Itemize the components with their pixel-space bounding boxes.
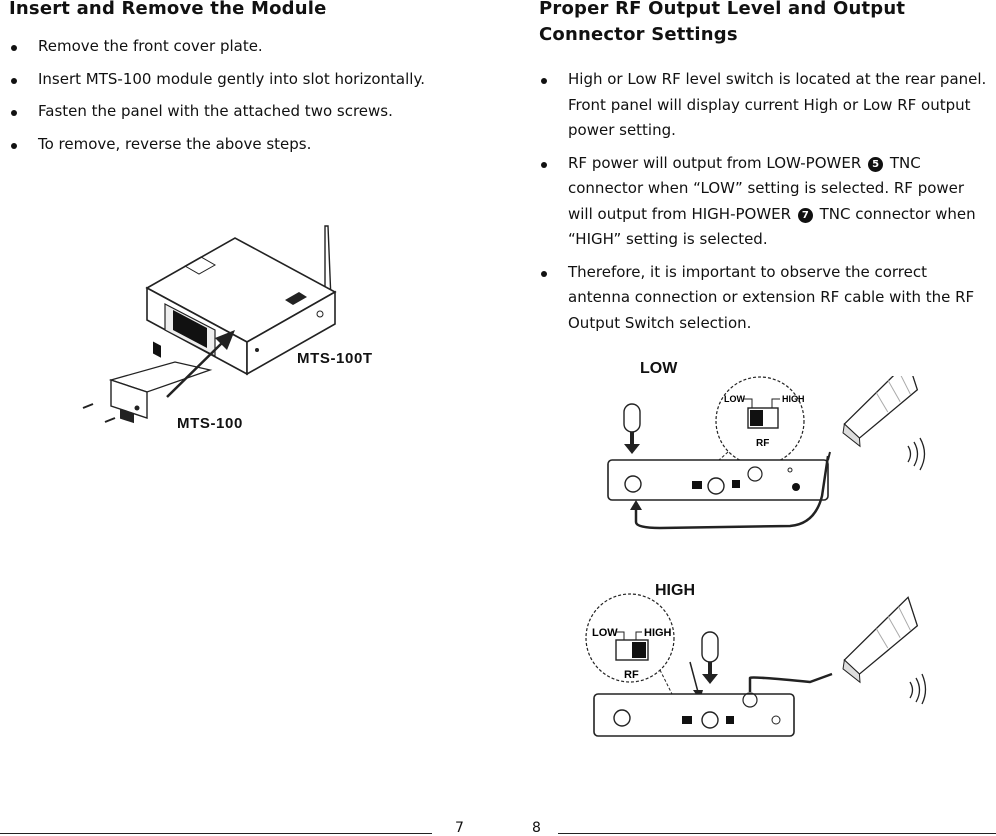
list-item: High or Low RF level switch is located a…	[538, 67, 988, 144]
right-bullet-list: High or Low RF level switch is located a…	[538, 67, 988, 343]
switch-low-text: LOW	[592, 627, 618, 639]
page-number-left: 7	[455, 820, 464, 836]
list-item: To remove, reverse the above steps.	[8, 132, 453, 158]
page-number-right: 8	[532, 820, 541, 836]
rf-high-text: TNC connector when “LOW” setting is sele…	[568, 153, 965, 223]
right-title: Proper RF Output Level and Output Connec…	[539, 0, 906, 45]
left-footer-rule	[0, 833, 432, 834]
module-label: MTS-100	[177, 415, 243, 432]
connector-7-badge: 7	[797, 207, 813, 223]
list-item: Therefore, it is important to observe th…	[538, 260, 988, 337]
high-connection-diagram: LOW HIGH RF	[585, 593, 927, 737]
right-footer-rule	[558, 833, 996, 834]
low-connection-diagram: LOW HIGH RF	[607, 376, 926, 530]
unit-label: MTS-100T	[297, 350, 373, 367]
switch-high-text: HIGH	[644, 627, 672, 639]
module-insertion-illustration	[82, 225, 337, 424]
list-item: Remove the front cover plate.	[8, 34, 453, 60]
switch-rf-text: RF	[756, 438, 769, 449]
high-diagram-title: HIGH	[655, 582, 695, 599]
connector-5-badge: 5	[868, 156, 884, 172]
switch-high-text: HIGH	[782, 394, 805, 404]
rf-high-text-end: TNC connector when “HIGH” setting is sel…	[568, 204, 976, 249]
list-item: RF power will output from LOW-POWER 5 TN…	[538, 151, 988, 253]
left-bullet-list: Remove the front cover plate. Insert MTS…	[8, 34, 453, 164]
low-diagram-title: LOW	[640, 360, 678, 377]
rf-low-text: RF power will output from LOW-POWER	[568, 153, 862, 172]
switch-rf-text: RF	[624, 669, 639, 681]
left-title: Insert and Remove the Module	[9, 0, 327, 19]
switch-low-text: LOW	[724, 394, 745, 404]
list-item: Fasten the panel with the attached two s…	[8, 99, 453, 125]
list-item: Insert MTS-100 module gently into slot h…	[8, 67, 453, 93]
